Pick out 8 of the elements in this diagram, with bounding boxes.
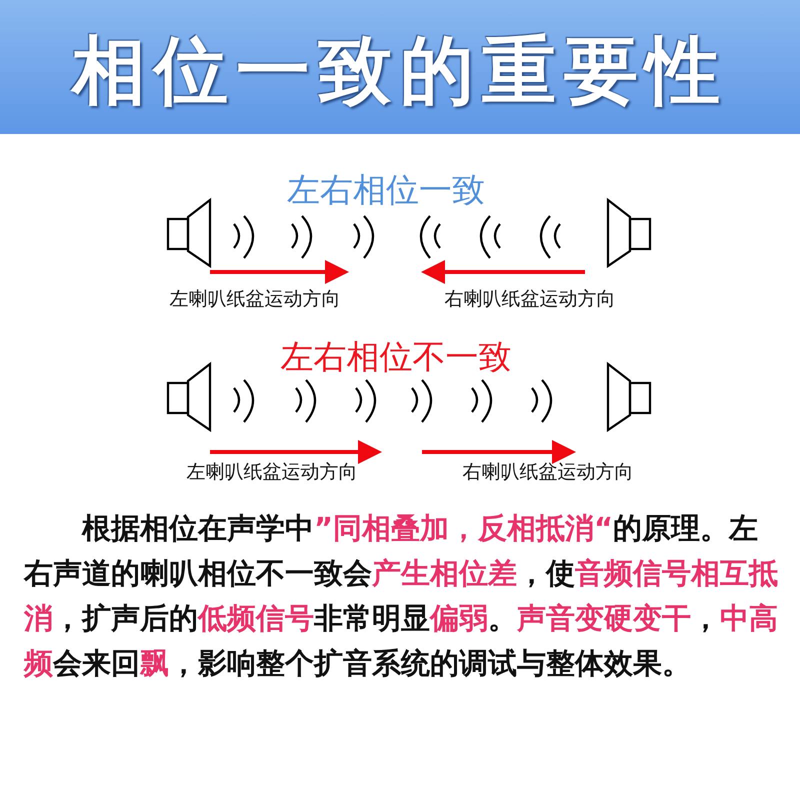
paragraph: 根据相位在声学中”同相叠加，反相抵消“的原理。左右声道的喇叭相位不一致会产生相位差，使音频信号相互抵消，扩声后的低频信号非常明显偏弱。声音变硬变干，中高频会来回飘，影响整个扩音系统的调试与整体效果。 — [24, 510, 779, 682]
direction-label: 右喇叭纸盆运动方向 — [444, 287, 616, 312]
heading: 左右相位不一致 — [280, 336, 512, 378]
direction-label: 左喇叭纸盆运动方向 — [170, 287, 340, 312]
direction-label: 左喇叭纸盆运动方向 — [186, 460, 358, 485]
direction-label: 右喇叭纸盆运动方向 — [462, 460, 634, 485]
title: 相位一致的重要性 — [70, 27, 729, 116]
heading: 左右相位一致 — [287, 169, 485, 211]
